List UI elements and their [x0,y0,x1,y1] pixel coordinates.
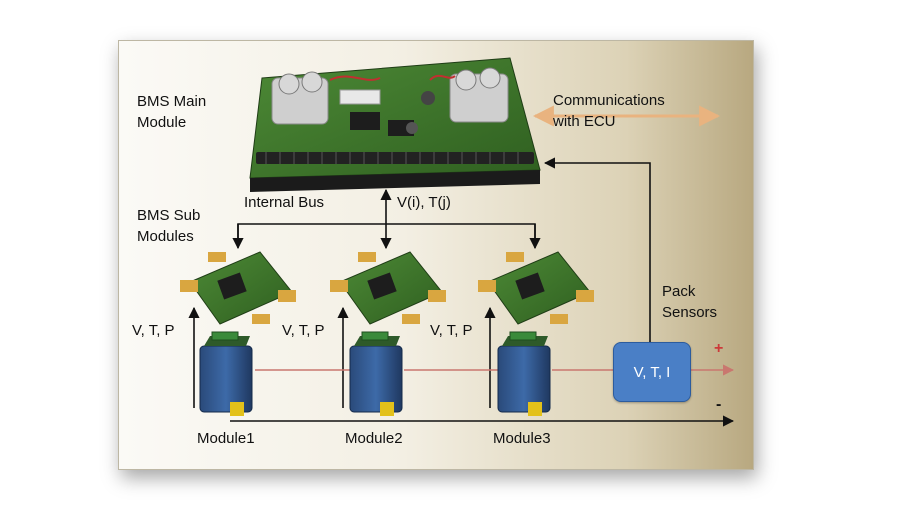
bms-sub-board-2 [330,251,446,325]
plus-sign: + [714,340,724,357]
battery-module-1 [199,331,253,416]
bms-main-module-label: BMS Main Module [137,93,207,131]
minus-sign: - [716,396,722,413]
pack-sensor-box: V, T, I [613,342,691,402]
vtp-label-1: V, T, P [132,322,175,339]
pack-sensor-arrow [543,157,651,345]
bms-main-board [249,57,541,192]
bms-sub-board-3 [478,251,594,325]
voltage-temperature-label: V(i), T(j) [397,194,451,211]
bms-sub-board-1 [180,251,296,325]
module1-label: Module1 [197,430,255,447]
terminal-left [271,71,329,125]
terminal-right [449,67,509,123]
communications-label: Communications with ECU [553,92,665,130]
bms-sub-modules-label: BMS Sub Modules [137,207,201,245]
pack-sensors-label: Pack Sensors [662,283,718,321]
module2-label: Module2 [345,430,403,447]
internal-bus-label: Internal Bus [244,194,325,211]
battery-module-3 [497,331,551,416]
internal-bus [232,188,541,250]
vtp-label-2: V, T, P [282,322,325,339]
battery-module-2 [349,331,403,416]
module3-label: Module3 [493,430,551,447]
vtp-label-3: V, T, P [430,322,473,339]
